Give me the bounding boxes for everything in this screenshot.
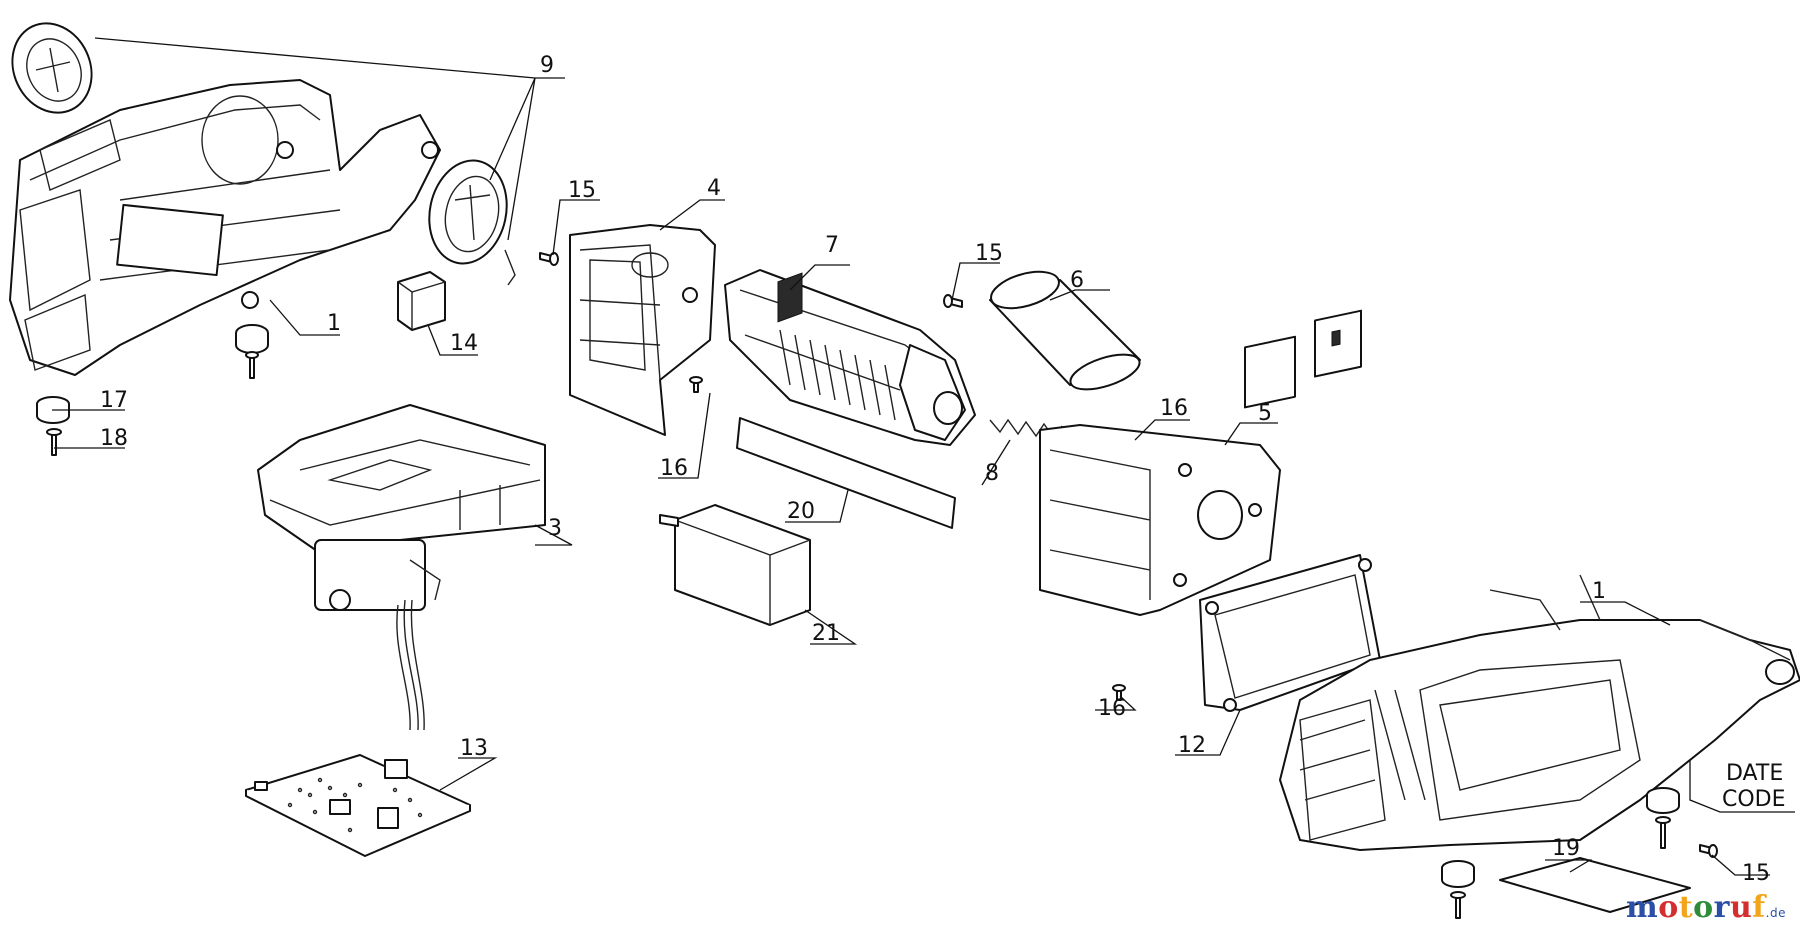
callout-9: 9 [540,53,554,78]
callout-21: 21 [812,621,840,646]
part-9-end-cap-middle [428,159,516,286]
watermark-letter: r [1713,890,1730,925]
screw-15-plate-4 [539,252,559,266]
callout-15-lower-right: 15 [1742,861,1770,886]
callout-15-upper-left: 15 [568,178,596,203]
foot-bottom-right-a [1646,787,1680,849]
callout-17: 17 [100,388,128,413]
callout-20: 20 [787,499,815,524]
watermark-letter: m [1626,890,1659,925]
date-code-line-2: CODE [1722,787,1786,812]
watermark-letter: f [1752,890,1766,925]
callout-4: 4 [707,176,721,201]
callout-16-middle: 16 [660,456,688,481]
screw-16-plate-4 [689,376,703,393]
screw-15-upper [943,294,963,308]
callout-12: 12 [1178,733,1206,758]
callout-14: 14 [450,331,478,356]
callout-15-upper-right: 15 [975,241,1003,266]
callout-19: 19 [1552,836,1580,861]
date-code-line-1: DATE [1726,761,1783,786]
callout-3: 3 [548,516,562,541]
callout-16-right: 16 [1160,396,1188,421]
callout-5: 5 [1258,401,1272,426]
callout-18: 18 [100,426,128,451]
watermark-letter: o [1693,890,1714,925]
part-19-label-sheet [1499,857,1691,913]
part-9-end-cap-left [11,22,93,114]
callout-13: 13 [460,736,488,761]
foot-and-screw-near-housing [235,324,269,379]
part-5-end-plate [1039,424,1281,616]
part-1-housing-half-right [1279,574,1800,851]
part-18-screw [46,428,62,456]
callout-8: 8 [985,461,999,486]
leader-lines [52,37,1795,876]
watermark-letter: t [1678,890,1694,925]
callout-labels: 9 1 14 15 4 7 15 6 16 5 8 16 3 20 21 17 … [100,53,1786,886]
part-20-strip [736,417,956,529]
part-17-rubber-foot [36,396,70,424]
part-13-circuit-board [245,754,471,857]
foot-bottom-right-b [1441,860,1475,919]
part-3-base-tray [257,404,546,611]
watermark-letter: o [1658,890,1679,925]
watermark-letter: u [1729,890,1753,925]
part-1-housing-half-left [9,79,441,376]
callout-1-left: 1 [327,311,341,336]
part-7-heating-element [724,269,976,446]
watermark-suffix: .de [1765,906,1786,920]
part-12-outlet-panel [1199,309,1381,712]
part-14-switch [397,271,446,331]
motor-wires [396,599,425,731]
watermark-logo: motoruf.de [1626,890,1786,925]
part-21-block [659,272,811,626]
screw-16-lower [1112,684,1126,701]
callout-1-right: 1 [1592,579,1606,604]
watermark-text: motoruf [1626,890,1766,925]
callout-7: 7 [825,233,839,258]
callout-6: 6 [1070,268,1084,293]
part-4-end-plate [569,224,716,436]
callout-16-lower: 16 [1098,696,1126,721]
part-6-tube [989,270,1141,391]
screw-15-lower-right [1699,844,1718,858]
